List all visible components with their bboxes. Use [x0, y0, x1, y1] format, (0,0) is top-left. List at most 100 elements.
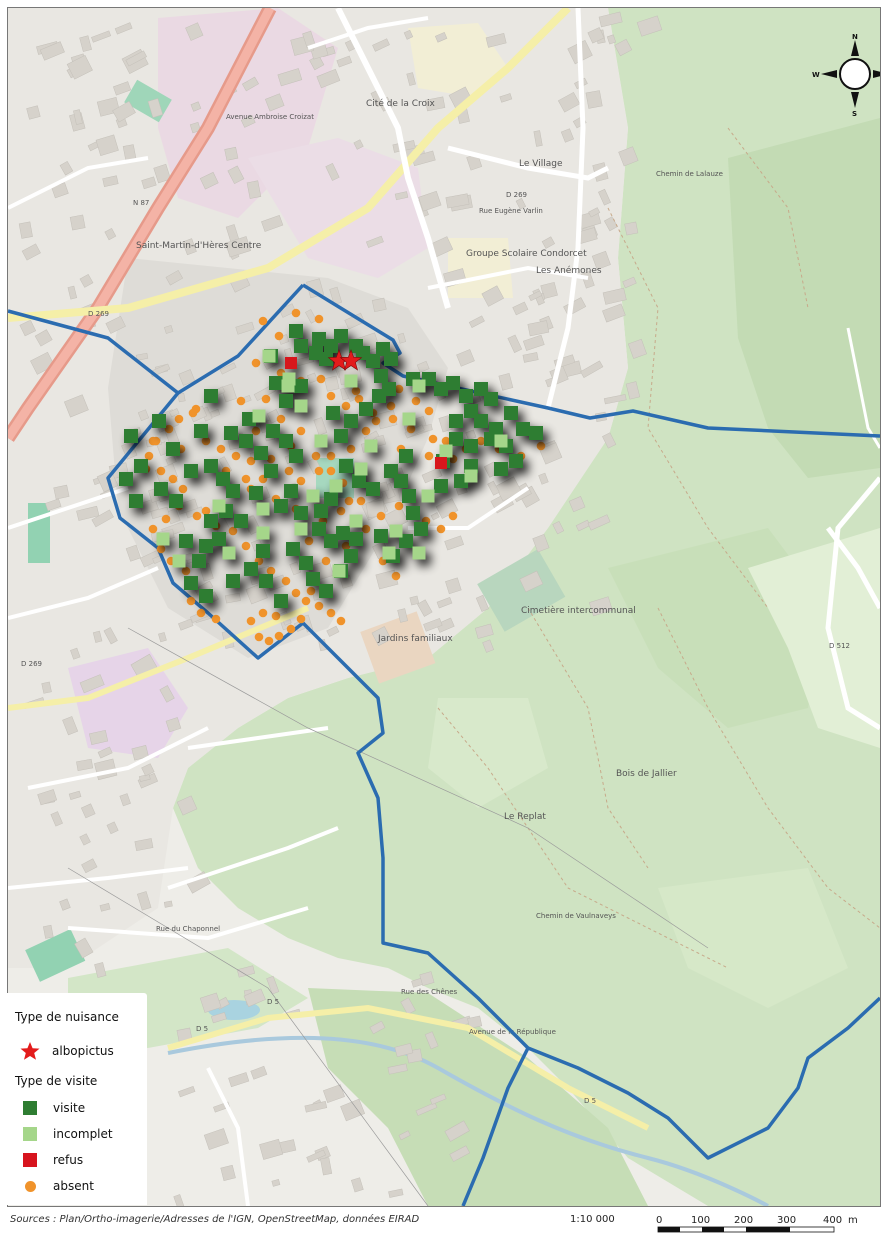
absent-point [251, 426, 261, 436]
survey-zone-boundary [106, 391, 305, 660]
visite-point [314, 504, 328, 518]
visite-point [152, 414, 166, 428]
building [418, 190, 442, 212]
track [437, 707, 729, 969]
visite-point [334, 329, 348, 343]
visite-point [294, 339, 308, 353]
visite-point [319, 352, 333, 366]
legend-nuisance-title: Type de nuisance [15, 1010, 119, 1024]
building [622, 276, 637, 289]
absent-point [201, 506, 211, 516]
building [99, 903, 111, 912]
building [320, 1157, 333, 1176]
building [533, 130, 543, 147]
absent-point [326, 466, 336, 476]
visite-point [204, 459, 218, 473]
building [178, 618, 194, 631]
visite-point [269, 376, 283, 390]
building [467, 1015, 483, 1029]
visite-point [294, 379, 308, 393]
building [119, 793, 131, 807]
building [91, 30, 112, 43]
main-road [335, 8, 451, 309]
absent-point [411, 396, 421, 406]
place-label: Jardins familiaux [377, 634, 453, 644]
building [66, 54, 93, 80]
building [522, 352, 539, 363]
building [34, 329, 53, 347]
visite-point [529, 426, 543, 440]
visite-point [254, 446, 268, 460]
absent-point [311, 451, 321, 461]
building [456, 349, 475, 367]
building [449, 1145, 471, 1162]
visite-point [266, 424, 280, 438]
building [103, 627, 118, 645]
building [528, 290, 543, 302]
building [70, 647, 81, 660]
square-icon [23, 1153, 37, 1167]
building [481, 285, 505, 307]
visite-point [124, 429, 138, 443]
building [400, 997, 416, 1015]
road-label: Avenue Ambroise Croizat [226, 113, 314, 121]
visite-point [129, 494, 143, 508]
building [369, 1020, 386, 1035]
incomplet-point [262, 349, 276, 363]
building [552, 520, 565, 535]
visite-point [216, 472, 230, 486]
place-label: Groupe Scolaire Condorcet [466, 249, 587, 259]
absent-point [276, 414, 286, 424]
absent-point [296, 426, 306, 436]
road-label: D 269 [21, 660, 42, 668]
building [539, 442, 563, 465]
building [421, 467, 443, 484]
building [112, 100, 136, 123]
road [846, 327, 880, 449]
visite-point [199, 589, 213, 603]
building [353, 139, 364, 150]
visite-point [274, 499, 288, 513]
building [603, 394, 627, 405]
building [39, 41, 65, 61]
building [190, 101, 202, 112]
absent-point [296, 476, 306, 486]
building [527, 320, 550, 337]
building [136, 891, 152, 911]
visite-point [516, 422, 530, 436]
building [21, 243, 41, 261]
visite-point [366, 354, 380, 368]
building [365, 235, 384, 248]
building [271, 1179, 281, 1187]
place-label: Le Village [519, 159, 563, 169]
incomplet-point [256, 502, 270, 516]
visite-point [352, 474, 366, 488]
road-label: Rue Eugène Varlin [479, 207, 543, 215]
building [324, 375, 340, 392]
absent-point [448, 511, 458, 521]
road [8, 156, 149, 210]
absent-point [316, 374, 326, 384]
legend-label-visite: visite [53, 1101, 86, 1115]
building [482, 639, 495, 653]
meadow-area [658, 868, 848, 1008]
absent-point [211, 614, 221, 624]
absent-point [336, 616, 346, 626]
school-area [408, 23, 508, 98]
incomplet-point [354, 462, 368, 476]
building [95, 134, 119, 157]
building [306, 1149, 326, 1163]
compass-rose: N S E W [812, 33, 880, 118]
building [316, 68, 341, 89]
building [235, 321, 255, 335]
building [203, 1128, 229, 1150]
building [125, 50, 147, 67]
absent-point [231, 451, 241, 461]
building [241, 76, 259, 92]
building [394, 191, 409, 201]
building [387, 1063, 408, 1075]
building [602, 432, 617, 449]
absent-point [178, 484, 188, 494]
